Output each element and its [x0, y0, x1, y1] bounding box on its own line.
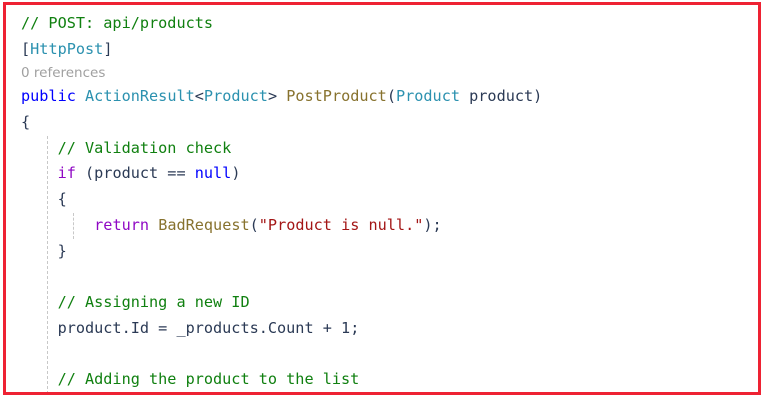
token-punct: ; [350, 318, 360, 337]
code-line: { [6, 110, 758, 136]
token-type: Product [395, 87, 460, 106]
token-punct: ] [103, 39, 113, 58]
code-line: _products.Add(product); [6, 393, 761, 395]
token-punct: { [21, 113, 31, 132]
token-type: HttpPost [30, 39, 104, 58]
token-comment: // Validation check [21, 138, 232, 157]
token-comment: // Adding the product to the list [21, 369, 360, 388]
code-line: // Assigning a new ID [6, 290, 758, 316]
code-line: // Validation check [6, 136, 758, 162]
token-plain [21, 216, 94, 234]
code-line: if (product == null) [6, 161, 758, 187]
token-punct: [ [21, 39, 31, 58]
token-punct: > [267, 87, 287, 106]
code-line [6, 264, 758, 290]
token-control: if [57, 164, 76, 183]
code-line [6, 341, 758, 367]
token-plain [149, 216, 158, 234]
token-type: Product [203, 87, 268, 106]
token-keyword: null [194, 164, 232, 183]
code-line: } [6, 239, 758, 265]
codelens-references[interactable]: 0 references [6, 62, 758, 84]
token-type: ActionResult [85, 87, 195, 106]
token-comment: // POST: api/products [21, 14, 214, 32]
code-line: // Adding the product to the list [6, 367, 758, 392]
code-line: { [6, 187, 758, 213]
token-plain: product [460, 87, 534, 106]
token-plain [21, 164, 58, 182]
token-ref: 0 references [21, 65, 106, 82]
token-plain [76, 87, 85, 105]
token-method: BadRequest [158, 215, 250, 234]
code-line: // POST: api/products [6, 11, 758, 37]
token-plain: product.Id = _products.Count + [21, 318, 342, 337]
code-line: [HttpPost] [6, 37, 758, 63]
token-plain [21, 344, 30, 362]
token-plain: (product == [75, 164, 195, 183]
token-comment: // Assigning a new ID [21, 292, 250, 311]
token-punct: ( [249, 215, 259, 234]
code-line: public ActionResult<Product> PostProduct… [6, 84, 758, 110]
token-control: return [94, 215, 150, 234]
code-editor-surface[interactable]: // POST: api/products [HttpPost] 0 referen… [6, 5, 758, 392]
code-line-list: // POST: api/products [HttpPost] 0 referen… [6, 5, 761, 395]
token-plain [21, 267, 30, 285]
code-line: return BadRequest("Product is null."); [6, 213, 758, 239]
code-line: product.Id = _products.Count + 1; [6, 316, 758, 342]
token-punct: ) [533, 87, 543, 106]
token-punct: } [21, 241, 67, 260]
token-punct: { [21, 190, 67, 209]
token-string: "Product is null." [258, 215, 424, 234]
token-punct: ( [386, 87, 396, 106]
token-number: 1 [341, 318, 351, 337]
token-keyword: public [21, 87, 76, 106]
code-snippet-frame: // POST: api/products [HttpPost] 0 referen… [3, 2, 761, 395]
token-method: PostProduct [286, 87, 387, 106]
token-plain: ) [231, 164, 241, 183]
token-punct: < [194, 87, 204, 106]
token-punct: ); [423, 215, 442, 234]
